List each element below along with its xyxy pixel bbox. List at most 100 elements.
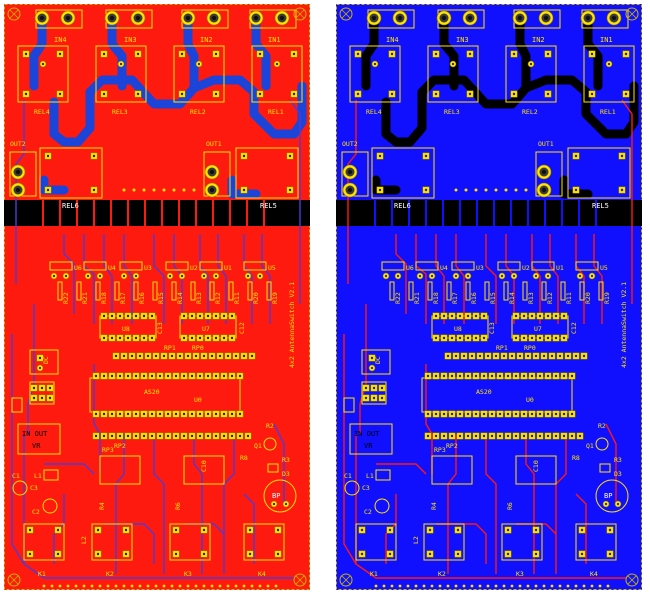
rf-trace (559, 175, 593, 199)
relay-pad (466, 50, 474, 58)
ic-label: U8 (122, 325, 130, 333)
transistor-label: Q1 (254, 442, 262, 450)
key-pad (122, 526, 130, 534)
ic-pin (188, 312, 196, 320)
ic-pin (480, 334, 488, 342)
resistor-pack-label: RP0 (192, 344, 204, 352)
relay-pad (544, 90, 552, 98)
header-pin (116, 432, 124, 440)
capacitor-label: C13 (488, 322, 496, 334)
relay-pad (544, 50, 552, 58)
ic-pin (552, 334, 560, 342)
key-pad (454, 526, 462, 534)
mcu-pin (496, 410, 504, 418)
pad (200, 272, 208, 280)
ic-pin (108, 312, 116, 320)
ic-pin (456, 312, 464, 320)
via (172, 188, 176, 192)
resistor-label: R4 (430, 502, 438, 510)
via (390, 584, 394, 588)
via (502, 584, 506, 588)
header-pin (236, 432, 244, 440)
diode-outline (343, 397, 355, 413)
via (438, 584, 442, 588)
key-label: K2 (106, 570, 114, 578)
header-pin (464, 432, 472, 440)
signal-trace (23, 434, 294, 579)
ic-pin (228, 312, 236, 320)
relay-pad (354, 90, 362, 98)
screw-terminal-pad (462, 10, 478, 26)
header-pin (196, 432, 204, 440)
transistor-label: U2 (190, 264, 198, 272)
transistor-outline (415, 261, 439, 271)
signal-trace (376, 463, 427, 475)
screw-terminal-pad (204, 182, 220, 198)
relay-pad (240, 152, 248, 160)
signal-trace (505, 234, 515, 324)
transistor-outline (497, 261, 521, 271)
relay-pad (618, 152, 626, 160)
pad (428, 272, 436, 280)
mcu-pin (472, 372, 480, 380)
mcu-pin (464, 410, 472, 418)
screw-terminal-pad (204, 164, 220, 180)
via (582, 584, 586, 588)
ic-pin (560, 312, 568, 320)
header-pin (224, 352, 232, 360)
header-pin (132, 432, 140, 440)
ic-pin (116, 312, 124, 320)
ic-pin (124, 334, 132, 342)
relay-pad (90, 152, 98, 160)
header-pin (248, 352, 256, 360)
pad (84, 272, 92, 280)
pad (132, 272, 140, 280)
via (406, 584, 410, 588)
transistor-label: Q1 (586, 442, 594, 450)
key-pad (122, 550, 130, 558)
mcu-pin (560, 410, 568, 418)
relay-outline (95, 45, 147, 103)
ic-pin (432, 312, 440, 320)
pad (50, 272, 58, 280)
ic-pin (180, 312, 188, 320)
mcu-pin (544, 372, 552, 380)
pad (464, 272, 472, 280)
mcu-pin (196, 410, 204, 418)
regulator-label: VR (364, 442, 373, 450)
header-pin (532, 352, 540, 360)
resistor-label: R22 (394, 292, 402, 304)
connector-outline (29, 381, 55, 405)
via (132, 188, 136, 192)
header-pin (148, 432, 156, 440)
ic-pin (116, 334, 124, 342)
key-pad (578, 550, 586, 558)
resistor-label: R20 (252, 292, 260, 304)
header-pin (432, 432, 440, 440)
header-pin (564, 352, 572, 360)
header-pin (112, 352, 120, 360)
ic-pin (148, 334, 156, 342)
screw-terminal-pad (538, 10, 554, 26)
mcu-pin (204, 372, 212, 380)
relay-pad (178, 90, 186, 98)
ic-pin (140, 334, 148, 342)
resistor-outline (503, 281, 509, 301)
relay-pad (134, 50, 142, 58)
screw-terminal-pad (606, 10, 622, 26)
mcu-pin (496, 372, 504, 380)
resistor-label: R3 (614, 456, 622, 464)
ic-pin (440, 312, 448, 320)
key-label: K1 (370, 570, 378, 578)
header-pin (228, 432, 236, 440)
signal-trace (93, 364, 101, 474)
resistor-outline (522, 281, 528, 301)
rf-trace (107, 13, 127, 91)
via (186, 584, 190, 588)
relay-pad (354, 50, 362, 58)
transistor-label: U5 (600, 264, 608, 272)
header-pin (484, 352, 492, 360)
ic-pin (472, 312, 480, 320)
resistor-label: R22 (62, 292, 70, 304)
